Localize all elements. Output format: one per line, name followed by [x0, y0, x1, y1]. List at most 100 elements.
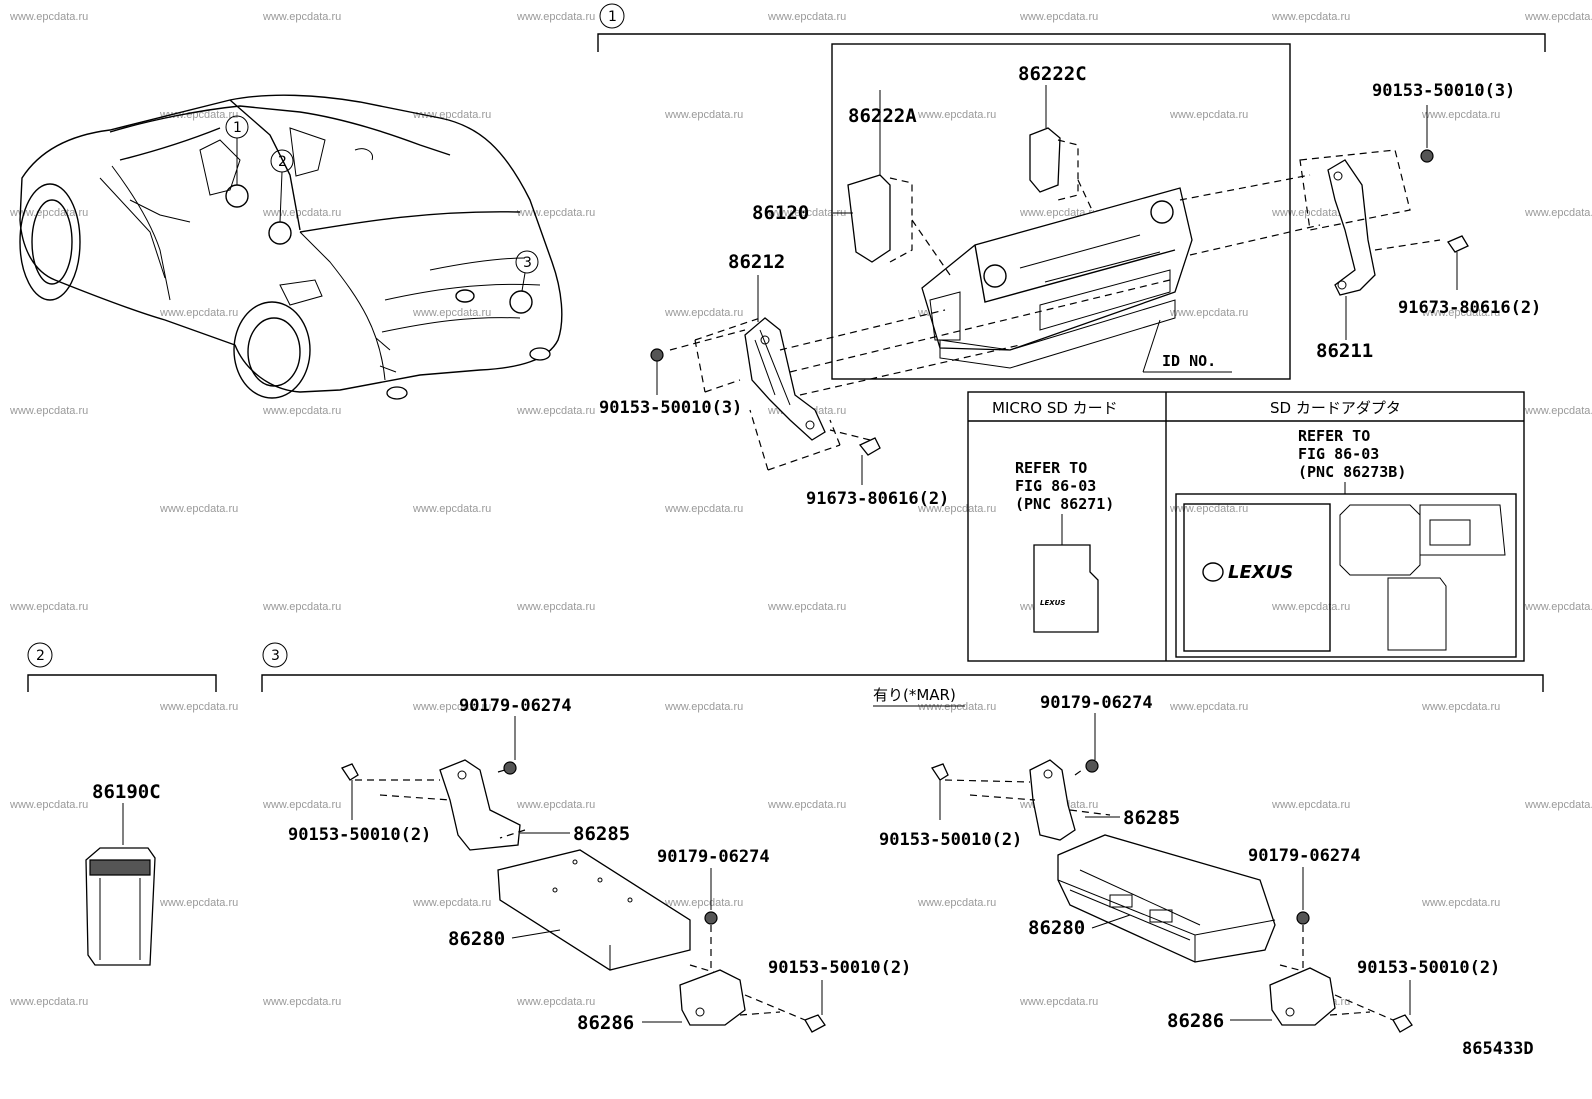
- part-86286-a: 86286: [577, 1012, 634, 1034]
- watermark: www.epcdata.ru: [159, 109, 238, 121]
- watermark: www.epcdata.ru: [516, 601, 595, 613]
- watermark: www.epcdata.ru: [9, 11, 88, 23]
- watermark: www.epcdata.ru: [262, 405, 341, 417]
- part-86120: 86120: [752, 202, 809, 224]
- watermark: www.epcdata.ru: [262, 207, 341, 219]
- micro-sd-logo: LEXUS: [1040, 599, 1065, 607]
- sd-adapter-ref-line-3: (PNC 86273B): [1298, 463, 1406, 481]
- watermark: www.epcdata.ru: [9, 405, 88, 417]
- sd-adapter-ref-line-2: FIG 86-03: [1298, 445, 1379, 463]
- bolt-91673-left: 91673-80616(2): [806, 489, 949, 509]
- radio-receiver-group: ID NO.: [831, 43, 1291, 380]
- watermark: www.epcdata.ru: [262, 601, 341, 613]
- watermark: www.epcdata.ru: [917, 109, 996, 121]
- watermark: www.epcdata.ru: [767, 11, 846, 23]
- right-bracket-group: [1179, 105, 1469, 340]
- diagram-id: 865433D: [1462, 1039, 1534, 1059]
- watermark: www.epcdata.ru: [412, 897, 491, 909]
- watermark: www.epcdata.ru: [767, 207, 846, 219]
- callout-1-label: 1: [233, 120, 242, 136]
- section-1-callout: 1: [608, 9, 617, 25]
- watermark: www.epcdata.ru: [664, 701, 743, 713]
- bolt-90153-a: 90153-50010(2): [288, 825, 431, 845]
- watermark: www.epcdata.ru: [412, 307, 491, 319]
- watermark: www.epcdata.ru: [159, 701, 238, 713]
- watermark: www.epcdata.ru: [1421, 307, 1500, 319]
- watermark: www.epcdata.ru: [412, 701, 491, 713]
- bolt-90153-left: 90153-50010(3): [599, 398, 742, 418]
- watermark: www.epcdata.ru: [516, 996, 595, 1008]
- id-number-label: ID NO.: [1162, 352, 1216, 370]
- watermark: www.epcdata.ru: [1421, 701, 1500, 713]
- watermark: www.epcdata.ru: [1524, 405, 1592, 417]
- amplifier-assembly-b: 90179-06274 90153-50010(2) 86285 86280 9…: [879, 693, 1500, 1033]
- watermark: www.epcdata.ru: [412, 503, 491, 515]
- watermark: www.epcdata.ru: [516, 405, 595, 417]
- watermark: www.epcdata.ru: [516, 11, 595, 23]
- section-2: 2 86190C: [27, 642, 217, 966]
- section-1-labels: 86222C 86222A 86120 86212 90153-50010(3)…: [599, 63, 1541, 509]
- watermark: www.epcdata.ru: [1271, 207, 1350, 219]
- lexus-logo: LEXUS: [1228, 562, 1293, 583]
- micro-sd-ref-line-1: REFER TO: [1015, 459, 1087, 477]
- watermark: www.epcdata.ru: [1524, 11, 1592, 23]
- part-86280-a: 86280: [448, 928, 505, 950]
- part-86285-b: 86285: [1123, 807, 1180, 829]
- part-86285-a: 86285: [573, 823, 630, 845]
- watermark: www.epcdata.ru: [664, 503, 743, 515]
- section-1-header: 1: [597, 3, 1546, 52]
- watermark: www.epcdata.ru: [262, 996, 341, 1008]
- watermark: www.epcdata.ru: [1169, 109, 1248, 121]
- watermark: www.epcdata.ru: [159, 897, 238, 909]
- watermark: www.epcdata.ru: [917, 503, 996, 515]
- part-86286-b: 86286: [1167, 1010, 1224, 1032]
- nut-90179-top-a: 90179-06274: [459, 696, 572, 716]
- watermark: www.epcdata.ru: [767, 799, 846, 811]
- callout-2-label: 2: [278, 154, 287, 170]
- amplifier-assembly-a: 90179-06274 90153-50010(2) 86285 86280 9…: [288, 696, 911, 1034]
- watermark: www.epcdata.ru: [1524, 601, 1592, 613]
- callout-3-label: 3: [523, 255, 532, 271]
- vehicle-overview: 1 2 3: [19, 94, 563, 400]
- part-86222A: 86222A: [848, 105, 917, 127]
- bolt-91673-right: 91673-80616(2): [1398, 298, 1541, 318]
- left-bracket-group: [650, 275, 1171, 485]
- watermark: www.epcdata.ru: [1271, 11, 1350, 23]
- watermark: www.epcdata.ru: [516, 207, 595, 219]
- watermark: www.epcdata.ru: [9, 601, 88, 613]
- watermark: www.epcdata.ru: [1524, 207, 1592, 219]
- sd-card-table: MICRO SD カード SD カードアダプタ REFER TO FIG 86-…: [967, 391, 1525, 662]
- bolt-90153-right: 90153-50010(3): [1372, 81, 1515, 101]
- bolt-90153-b-b: 90153-50010(2): [1357, 958, 1500, 978]
- nut-90179-top-b: 90179-06274: [1040, 693, 1153, 713]
- section-3-callout: 3: [271, 648, 280, 664]
- watermark: www.epcdata.ru: [516, 799, 595, 811]
- watermark: www.epcdata.ru: [1019, 996, 1098, 1008]
- micro-sd-ref-line-3: (PNC 86271): [1015, 495, 1114, 513]
- watermark: www.epcdata.ru: [1421, 897, 1500, 909]
- watermark: www.epcdata.ru: [1271, 799, 1350, 811]
- watermark: www.epcdata.ru: [262, 799, 341, 811]
- watermark: www.epcdata.ru: [1169, 503, 1248, 515]
- micro-sd-ref-line-2: FIG 86-03: [1015, 477, 1096, 495]
- watermark: www.epcdata.ru: [1169, 307, 1248, 319]
- section-2-callout: 2: [36, 648, 45, 664]
- watermark: www.epcdata.ru: [664, 307, 743, 319]
- watermark: www.epcdata.ru: [159, 503, 238, 515]
- part-86280-b: 86280: [1028, 917, 1085, 939]
- watermark: www.epcdata.ru: [1524, 799, 1592, 811]
- watermark: www.epcdata.ru: [1169, 701, 1248, 713]
- table-header-micro-sd: MICRO SD カード: [992, 399, 1118, 417]
- watermark: www.epcdata.ru: [9, 799, 88, 811]
- watermark: www.epcdata.ru: [767, 601, 846, 613]
- watermark: www.epcdata.ru: [412, 109, 491, 121]
- watermark: www.epcdata.ru: [917, 701, 996, 713]
- watermark: www.epcdata.ru: [1421, 109, 1500, 121]
- part-86222C: 86222C: [1018, 63, 1087, 85]
- watermark: www.epcdata.ru: [9, 996, 88, 1008]
- bolt-90153-b: 90153-50010(2): [879, 830, 1022, 850]
- watermark: www.epcdata.ru: [1019, 11, 1098, 23]
- nut-90179-mid-b: 90179-06274: [1248, 846, 1361, 866]
- nut-90179-mid-a: 90179-06274: [657, 847, 770, 867]
